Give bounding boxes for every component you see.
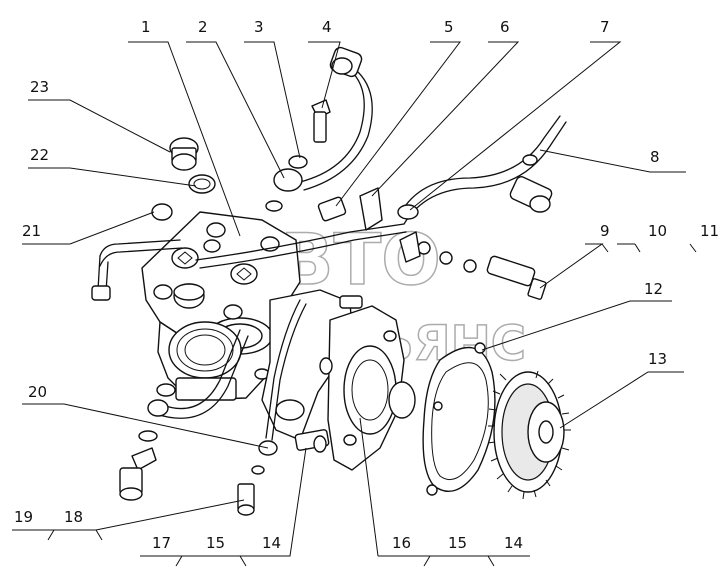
callout-17: 17 (152, 534, 171, 552)
banjo-fittings (265, 99, 331, 212)
callout-23: 23 (30, 78, 49, 96)
callout-2: 2 (198, 18, 208, 36)
callout-1: 1 (141, 18, 151, 36)
callout-22: 22 (30, 146, 49, 164)
long-pipe (399, 115, 567, 225)
callout-16: 16 (392, 534, 411, 552)
callout-14-right: 14 (504, 534, 523, 552)
callout-15-left: 15 (206, 534, 225, 552)
callout-14-left: 14 (262, 534, 281, 552)
lower-fittings (237, 299, 330, 516)
callout-labels: 1 2 3 4 5 6 7 8 9 10 11 12 13 23 22 21 2… (14, 18, 719, 552)
callout-20: 20 (28, 383, 47, 401)
compressor-body (141, 211, 301, 401)
callout-11: 11 (700, 222, 719, 240)
callout-5: 5 (444, 18, 454, 36)
callout-6: 6 (500, 18, 510, 36)
gasket (422, 342, 496, 496)
callout-4: 4 (322, 18, 332, 36)
callout-10: 10 (648, 222, 667, 240)
upper-pipe (299, 46, 373, 191)
callout-9: 9 (600, 222, 610, 240)
callout-21: 21 (22, 222, 41, 240)
callout-19: 19 (14, 508, 33, 526)
parts-drawing (91, 46, 571, 516)
drive-gear (487, 370, 571, 500)
callout-12: 12 (644, 280, 663, 298)
pump-housing (261, 289, 416, 471)
cross-tube (195, 223, 407, 269)
callout-15-right: 15 (448, 534, 467, 552)
callout-3: 3 (254, 18, 264, 36)
callout-13: 13 (648, 350, 667, 368)
lower-left-pipe (119, 329, 249, 501)
callout-18: 18 (64, 508, 83, 526)
top-left-fittings (169, 137, 216, 194)
callout-8: 8 (650, 148, 660, 166)
callout-7: 7 (600, 18, 610, 36)
leader-lines (12, 41, 697, 567)
left-tube (91, 203, 183, 301)
